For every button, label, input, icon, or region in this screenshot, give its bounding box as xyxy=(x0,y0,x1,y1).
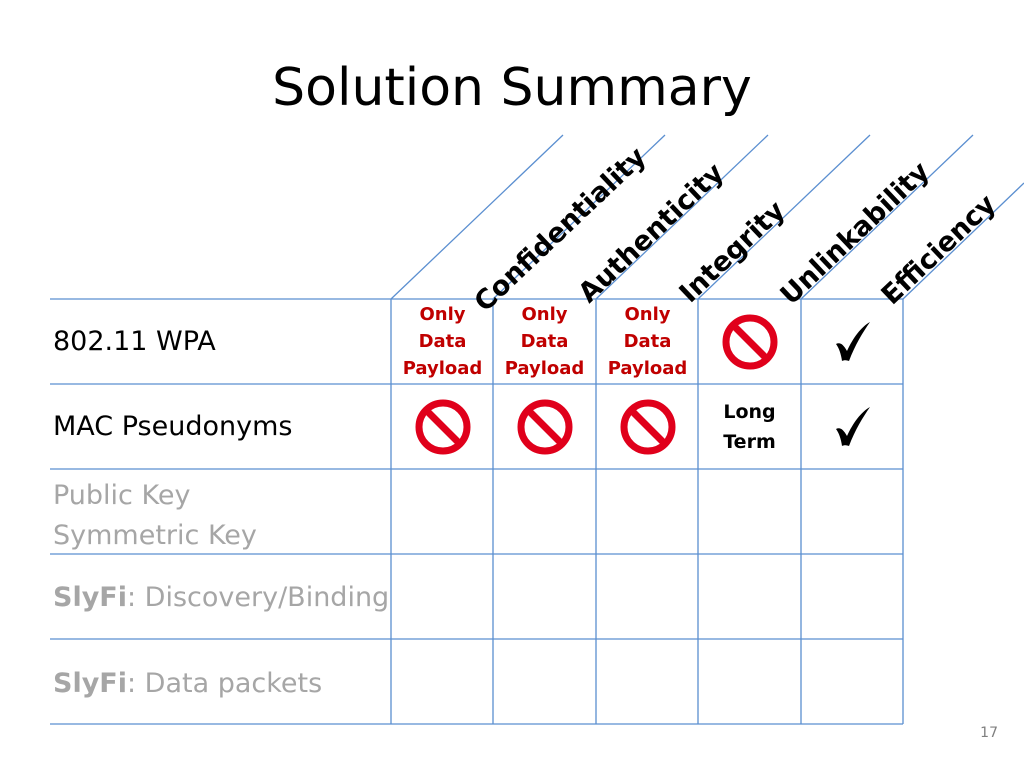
note-line: Term xyxy=(723,430,776,453)
diag-line-4 xyxy=(800,134,974,300)
note-line: Data xyxy=(520,331,569,352)
row-label-wpa: 802.11 WPA xyxy=(53,326,216,357)
note-line: Only xyxy=(624,304,671,325)
diag-line-0 xyxy=(390,134,564,300)
note-line: Payload xyxy=(402,358,483,379)
row-label-slyfi-discovery: SlyFi: Discovery/Binding xyxy=(53,578,389,618)
slyfi-name: SlyFi xyxy=(53,668,127,699)
cell-mac-efficiency xyxy=(801,384,904,469)
row-label-slyfi-data: SlyFi: Data packets xyxy=(53,664,322,704)
cell-mac-authenticity xyxy=(493,384,596,469)
diag-line-1 xyxy=(492,134,666,300)
note-line: Long xyxy=(723,400,776,423)
cell-mac-integrity xyxy=(596,384,699,469)
diag-line-5 xyxy=(902,182,1024,300)
diag-line-3 xyxy=(697,134,871,300)
note-line: Only xyxy=(521,304,568,325)
note-only-data-payload: Only Data Payload xyxy=(403,301,483,382)
row-label-symmetric-key: Symmetric Key xyxy=(53,520,257,551)
no-symbol-icon xyxy=(620,399,675,454)
cell-wpa-unlinkability xyxy=(698,299,801,384)
note-only-data-payload: Only Data Payload xyxy=(608,301,688,382)
no-symbol-icon xyxy=(722,314,777,369)
cell-wpa-integrity: Only Data Payload xyxy=(596,299,699,384)
note-line: Data xyxy=(623,331,672,352)
no-symbol-icon xyxy=(415,399,470,454)
note-line: Payload xyxy=(607,358,688,379)
checkmark-icon xyxy=(835,321,870,361)
diag-line-2 xyxy=(595,134,769,300)
checkmark-icon xyxy=(835,406,870,446)
cell-mac-unlinkability: Long Term xyxy=(698,384,801,469)
slyfi-name: SlyFi xyxy=(53,582,127,613)
slyfi-discovery-text: : Discovery/Binding xyxy=(127,582,390,613)
slyfi-data-text: : Data packets xyxy=(127,668,323,699)
row-label-public-key: Public Key xyxy=(53,480,191,511)
cell-wpa-efficiency xyxy=(801,299,904,384)
no-symbol-icon xyxy=(517,399,572,454)
note-line: Only xyxy=(419,304,466,325)
note-line: Payload xyxy=(504,358,585,379)
note-line: Data xyxy=(418,331,467,352)
slide-number: 17 xyxy=(980,725,998,741)
cell-wpa-authenticity: Only Data Payload xyxy=(493,299,596,384)
row-label-mac-pseudonyms: MAC Pseudonyms xyxy=(53,411,293,442)
cell-wpa-confidentiality: Only Data Payload xyxy=(391,299,494,384)
note-long-term: Long Term xyxy=(723,397,776,457)
row-label-public-symmetric-key: Public Key Symmetric Key xyxy=(53,476,257,556)
note-only-data-payload: Only Data Payload xyxy=(505,301,585,382)
cell-mac-confidentiality xyxy=(391,384,494,469)
slide-title: Solution Summary xyxy=(272,58,752,118)
